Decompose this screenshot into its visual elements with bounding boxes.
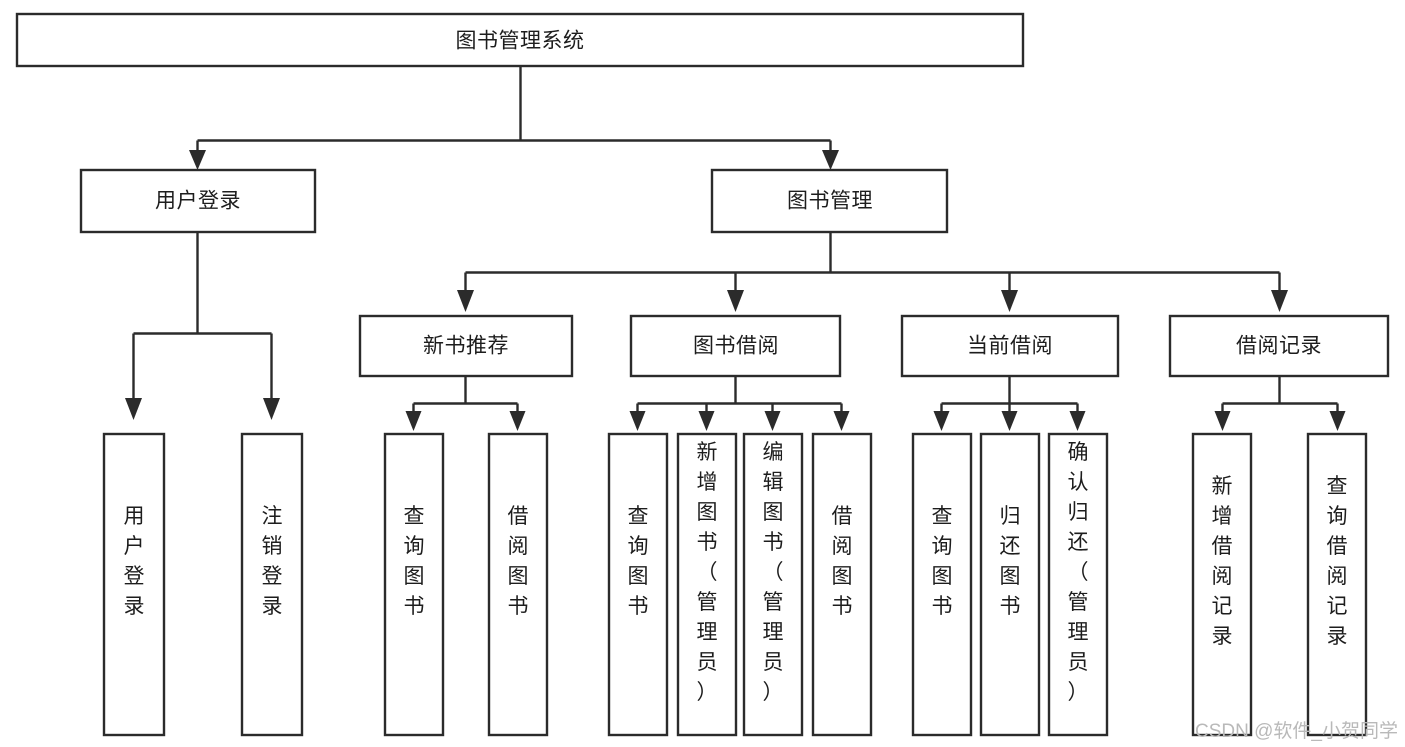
leaf-query-record-label: 查询借阅记录 bbox=[1327, 475, 1348, 648]
arrow-root-to-book-manage bbox=[822, 150, 839, 170]
node-user-login-box[interactable] bbox=[79, 168, 317, 234]
arrow-book-borrow-leaf-1 bbox=[629, 411, 646, 431]
leaf-return-book-box[interactable] bbox=[979, 432, 1041, 737]
leaf-query-book-3[interactable]: 查询图书 bbox=[911, 432, 973, 737]
node-new-book-recommend-box[interactable] bbox=[358, 314, 574, 378]
leaf-borrow-book-2-label: 借阅图书 bbox=[832, 505, 853, 618]
arrow-new-book-leaf-1 bbox=[405, 411, 422, 431]
leaf-confirm-return[interactable]: 确认归还（管理员） bbox=[1047, 432, 1109, 737]
node-book-manage-label: 图书管理 bbox=[787, 190, 873, 213]
node-user-login-label: 用户登录 bbox=[155, 190, 241, 213]
node-root[interactable]: 图书管理系统 bbox=[15, 12, 1025, 68]
node-book-manage-box[interactable] bbox=[710, 168, 949, 234]
leaf-query-book-1[interactable]: 查询图书 bbox=[383, 432, 445, 737]
arrow-borrow-record-leaf-2 bbox=[1329, 411, 1346, 431]
node-current-borrow-box[interactable] bbox=[900, 314, 1120, 378]
leaf-borrow-book-1[interactable]: 借阅图书 bbox=[487, 432, 549, 737]
leaf-query-record-box[interactable] bbox=[1306, 432, 1368, 737]
leaf-add-book-box[interactable] bbox=[676, 432, 738, 737]
leaf-add-book[interactable]: 新增图书（管理员） bbox=[676, 432, 738, 737]
leaf-query-book-2[interactable]: 查询图书 bbox=[607, 432, 669, 737]
leaf-borrow-book-2-box[interactable] bbox=[811, 432, 873, 737]
leaf-query-book-2-box[interactable] bbox=[607, 432, 669, 737]
node-root-box[interactable] bbox=[15, 12, 1025, 68]
leaf-borrow-book-2[interactable]: 借阅图书 bbox=[811, 432, 873, 737]
leaf-edit-book-label: 编辑图书（管理员） bbox=[763, 441, 784, 704]
node-current-borrow-label: 当前借阅 bbox=[967, 335, 1053, 358]
node-book-borrow-label: 图书借阅 bbox=[693, 335, 779, 358]
leaf-confirm-return-box[interactable] bbox=[1047, 432, 1109, 737]
leaf-query-book-1-box[interactable] bbox=[383, 432, 445, 737]
arrow-book-manage-child-3 bbox=[1001, 290, 1018, 312]
node-borrow-record-label: 借阅记录 bbox=[1236, 335, 1322, 358]
arrow-root-to-user-login bbox=[189, 150, 206, 170]
node-current-borrow[interactable]: 当前借阅 bbox=[900, 314, 1120, 378]
arrow-new-book-leaf-2 bbox=[509, 411, 526, 431]
arrow-user-login-leaf-1 bbox=[125, 398, 142, 420]
arrow-book-manage-child-1 bbox=[457, 290, 474, 312]
leaf-borrow-book-1-box[interactable] bbox=[487, 432, 549, 737]
arrow-current-borrow-leaf-1 bbox=[933, 411, 950, 431]
arrow-book-borrow-leaf-2 bbox=[698, 411, 715, 431]
leaf-logout-login-box[interactable] bbox=[240, 432, 304, 737]
leaf-add-record[interactable]: 新增借阅记录 bbox=[1191, 432, 1253, 737]
node-user-login[interactable]: 用户登录 bbox=[79, 168, 317, 234]
leaf-logout-login[interactable]: 注销登录 bbox=[240, 432, 304, 737]
arrow-current-borrow-leaf-3 bbox=[1069, 411, 1086, 431]
arrow-book-manage-child-4 bbox=[1271, 290, 1288, 312]
connector-layer bbox=[125, 66, 1346, 431]
leaf-confirm-return-label: 确认归还（管理员） bbox=[1068, 441, 1089, 704]
node-borrow-record[interactable]: 借阅记录 bbox=[1168, 314, 1390, 378]
leaf-return-book[interactable]: 归还图书 bbox=[979, 432, 1041, 737]
leaf-query-book-1-label: 查询图书 bbox=[404, 505, 425, 618]
arrow-current-borrow-leaf-2 bbox=[1001, 411, 1018, 431]
leaf-user-login-box[interactable] bbox=[102, 432, 166, 737]
leaf-query-book-3-box[interactable] bbox=[911, 432, 973, 737]
leaf-logout-login-label: 注销登录 bbox=[262, 505, 283, 618]
leaf-user-login[interactable]: 用户登录 bbox=[102, 432, 166, 737]
node-new-book-recommend-label: 新书推荐 bbox=[423, 335, 509, 358]
leaf-add-record-box[interactable] bbox=[1191, 432, 1253, 737]
node-book-manage[interactable]: 图书管理 bbox=[710, 168, 949, 234]
arrow-user-login-leaf-2 bbox=[263, 398, 280, 420]
node-borrow-record-box[interactable] bbox=[1168, 314, 1390, 378]
node-book-borrow[interactable]: 图书借阅 bbox=[629, 314, 842, 378]
leaf-edit-book[interactable]: 编辑图书（管理员） bbox=[742, 432, 804, 737]
node-new-book-recommend[interactable]: 新书推荐 bbox=[358, 314, 574, 378]
leaf-borrow-book-1-label: 借阅图书 bbox=[508, 505, 529, 618]
csdn-watermark: CSDN @软件_小贺同学 bbox=[1195, 720, 1398, 742]
leaf-add-book-label: 新增图书（管理员） bbox=[697, 441, 718, 704]
arrow-book-manage-child-2 bbox=[727, 290, 744, 312]
leaf-edit-book-box[interactable] bbox=[742, 432, 804, 737]
node-root-label: 图书管理系统 bbox=[456, 30, 585, 53]
node-book-borrow-box[interactable] bbox=[629, 314, 842, 378]
arrow-borrow-record-leaf-1 bbox=[1214, 411, 1231, 431]
arrow-book-borrow-leaf-4 bbox=[833, 411, 850, 431]
leaf-query-record[interactable]: 查询借阅记录 bbox=[1306, 432, 1368, 737]
leaf-user-login-label: 用户登录 bbox=[124, 505, 145, 618]
leaf-return-book-label: 归还图书 bbox=[1000, 505, 1021, 618]
leaf-add-record-label: 新增借阅记录 bbox=[1212, 475, 1233, 648]
leaf-query-book-2-label: 查询图书 bbox=[628, 505, 649, 618]
arrow-book-borrow-leaf-3 bbox=[764, 411, 781, 431]
leaf-query-book-3-label: 查询图书 bbox=[932, 505, 953, 618]
